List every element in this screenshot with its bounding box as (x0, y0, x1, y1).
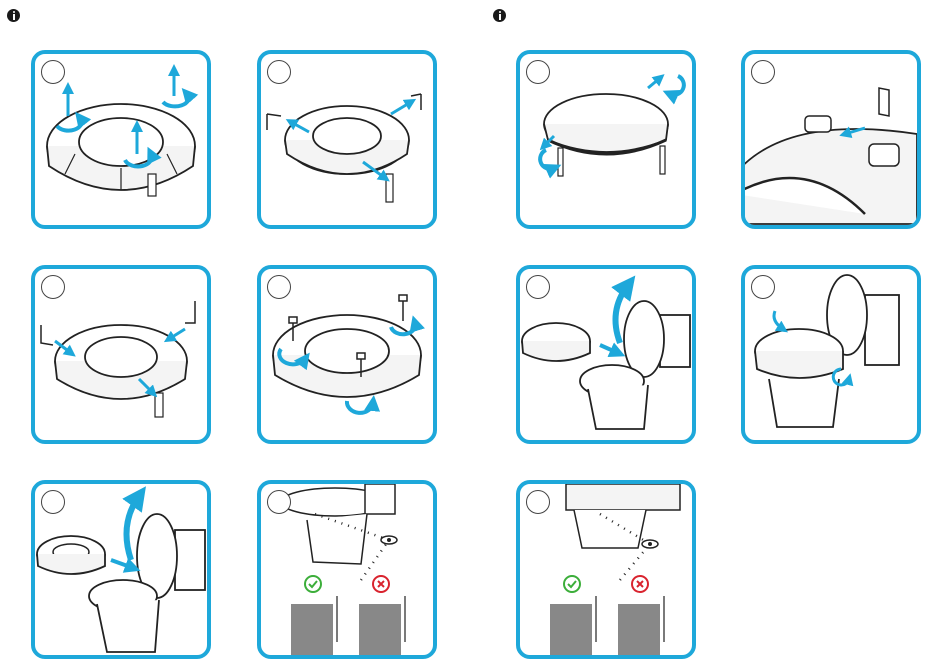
step-panel-4 (741, 50, 921, 229)
step-panel-9 (31, 480, 211, 659)
step-panel-8 (741, 265, 921, 444)
step-panel-11 (516, 480, 696, 659)
step-panel-5 (31, 265, 211, 444)
info-icon-right (493, 9, 506, 22)
step-panel-2 (257, 50, 437, 229)
check-icon (564, 576, 580, 592)
step-number-circle (267, 60, 291, 84)
step-number-circle (751, 275, 775, 299)
step-number-circle (526, 60, 550, 84)
cross-icon (373, 576, 389, 592)
step-number-circle (526, 490, 550, 514)
eye-icon (642, 540, 658, 548)
check-icon (305, 576, 321, 592)
step-number-circle (267, 490, 291, 514)
step-panel-10 (257, 480, 437, 659)
step-panel-6 (257, 265, 437, 444)
cross-icon (632, 576, 648, 592)
info-icon-left (7, 9, 20, 22)
step-number-circle (41, 490, 65, 514)
step-number-circle (751, 60, 775, 84)
step-number-circle (41, 275, 65, 299)
step-panel-3 (516, 50, 696, 229)
step-number-circle (41, 60, 65, 84)
eye-icon (381, 536, 397, 544)
step-panel-7 (516, 265, 696, 444)
step-number-circle (267, 275, 291, 299)
step-panel-1 (31, 50, 211, 229)
step-number-circle (526, 275, 550, 299)
